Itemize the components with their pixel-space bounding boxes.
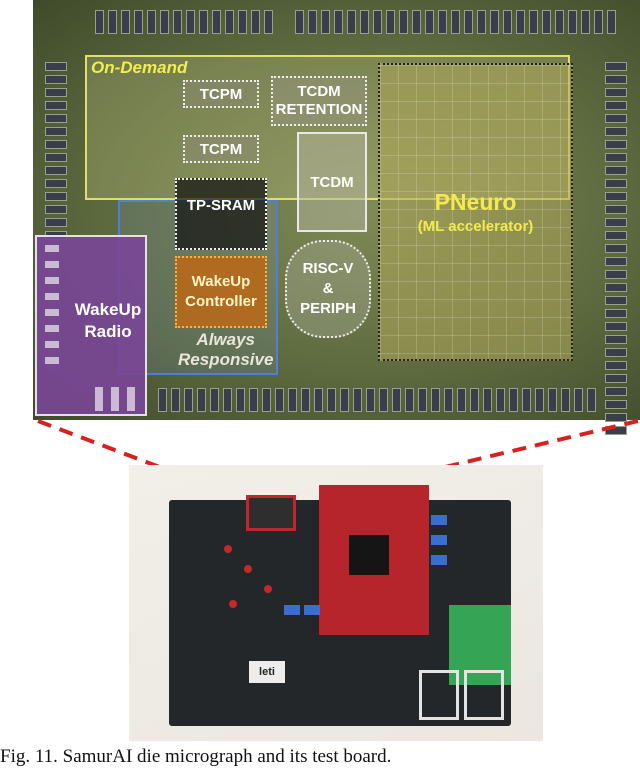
figure-caption: Fig. 11. SamurAI die micrograph and its … (0, 746, 392, 767)
wakeup-controller-line-2: Controller (185, 293, 257, 310)
blue-switch (431, 515, 447, 525)
wakeup-radio-line-1: WakeUp (74, 300, 142, 319)
riscv-line-2: & (322, 280, 334, 297)
socket-frame (464, 670, 504, 720)
right-pad-column (605, 62, 627, 435)
red-component (229, 600, 237, 608)
always-responsive-label: Always Responsive (178, 330, 273, 370)
test-board-photo: leti (129, 465, 543, 741)
blue-switch (431, 535, 447, 545)
tcdm-retention-block: TCDM RETENTION (271, 76, 367, 126)
tcdm-retention-line-1: TCDM (297, 83, 341, 100)
red-component (244, 565, 252, 573)
socket-frame (419, 670, 459, 720)
red-component (264, 585, 272, 593)
tp-sram-block: TP-SRAM (175, 178, 267, 250)
tcdm-retention-line-2: RETENTION (275, 101, 363, 118)
wakeup-radio-line-2: Radio (84, 322, 132, 341)
wakeup-controller-block: WakeUp Controller (175, 256, 267, 328)
wakeup-radio-block: WakeUp Radio (35, 235, 147, 416)
wakeup-controller-line-1: WakeUp (191, 273, 251, 290)
always-responsive-line-2: Responsive (178, 350, 274, 369)
riscv-periph-block: RISC-V & PERIPH (285, 240, 371, 338)
tcpm-block-1: TCPM (183, 80, 259, 108)
blue-switch (304, 605, 320, 615)
blue-switch (431, 555, 447, 565)
blue-switch (284, 605, 300, 615)
tcpm-block-2: TCPM (183, 135, 259, 163)
pneuro-title: PNeuro (434, 189, 517, 215)
left-pad-column (45, 62, 67, 240)
bottom-pad-row (158, 388, 596, 412)
tcdm-block: TCDM (297, 132, 367, 232)
always-responsive-line-1: Always (196, 330, 256, 349)
riscv-line-3: PERIPH (300, 300, 356, 317)
fpga-chip (349, 535, 389, 575)
die-micrograph: On-Demand TCPM TCPM TCDM RETENTION TCDM … (33, 0, 640, 435)
top-pad-row-2 (295, 10, 616, 34)
riscv-line-1: RISC-V (302, 260, 354, 277)
wakeup-radio-label: WakeUp Radio (73, 299, 143, 343)
top-pad-row (95, 10, 273, 34)
pneuro-accelerator-block: PNeuro (ML accelerator) (378, 63, 573, 361)
die-socket (246, 495, 296, 531)
pneuro-subtitle: (ML accelerator) (417, 218, 534, 235)
red-component (224, 545, 232, 553)
on-demand-label: On-Demand (91, 58, 188, 77)
leti-logo: leti (249, 661, 285, 683)
